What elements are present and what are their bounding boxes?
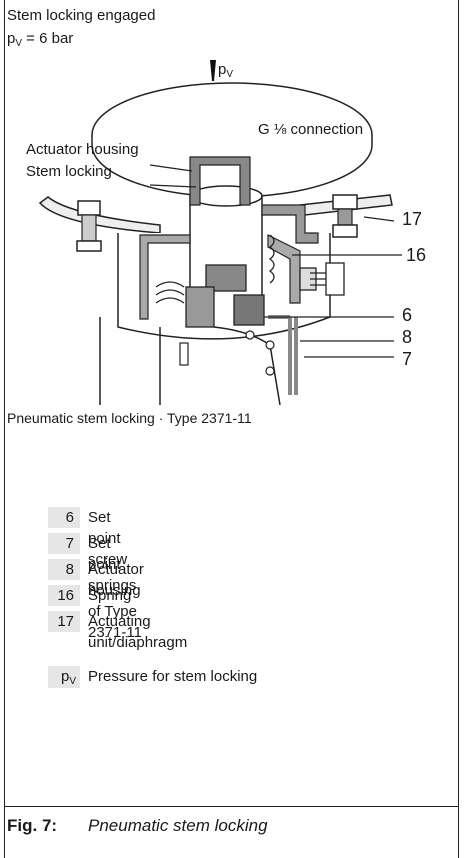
legend-number: 17 — [48, 611, 80, 632]
diagram-pv-label: pV — [218, 61, 233, 80]
stem-locking-label: Stem locking — [26, 163, 112, 180]
header-pressure: pV = 6 bar — [7, 30, 73, 49]
legend-text: Actuator housing of Type 2371-11 — [88, 561, 144, 641]
legend-number: 8 — [48, 559, 80, 580]
diagram-pv-subscript: V — [226, 69, 234, 80]
legend-text: Set point screw — [88, 509, 128, 568]
legend-text: Actuating unit/diaphragm — [88, 613, 188, 651]
connection-label-rest: ⅛ connection — [269, 121, 364, 138]
diagram-pv-symbol: p — [218, 61, 227, 78]
pressure-arrow-icon — [210, 60, 216, 81]
figure-caption: Pneumatic stem locking · Type 2371-11 — [7, 410, 252, 426]
figure-number: Fig. 7: — [7, 816, 58, 835]
figure-title: Pneumatic stem locking — [88, 816, 268, 835]
pv-legend-symbol-letter: p — [60, 668, 70, 685]
pressure-subscript: V — [15, 38, 23, 49]
legend-number: 7 — [48, 533, 80, 554]
footer-divider — [4, 806, 459, 807]
legend-number: 16 — [48, 585, 80, 606]
connection-label: G ⅛ connection — [258, 121, 363, 138]
diagram-drawing — [38, 60, 402, 406]
pressure-symbol: p — [7, 30, 16, 47]
page-frame — [4, 0, 459, 858]
stem-locking-diagram: pV G ⅛ connection Actuator housing Stem … — [0, 55, 465, 406]
header-status: Stem locking engaged — [7, 7, 156, 24]
legend-number: 6 — [48, 507, 80, 528]
callout-6: 6 — [402, 305, 413, 325]
pv-legend-subscript: V — [69, 676, 76, 687]
callout-8: 8 — [402, 327, 413, 347]
callout-7: 7 — [402, 349, 413, 369]
connection-label-g: G — [258, 121, 270, 138]
pressure-value: = 6 bar — [22, 30, 74, 47]
callout-17: 17 — [402, 209, 423, 229]
actuator-housing-label: Actuator housing — [26, 141, 139, 158]
pv-legend-symbol: pV — [48, 666, 80, 688]
legend-text: Spring — [88, 587, 132, 604]
pv-legend-text: Pressure for stem locking — [88, 668, 258, 685]
legend-text: Set point springs — [88, 535, 137, 594]
callout-16: 16 — [406, 245, 427, 265]
